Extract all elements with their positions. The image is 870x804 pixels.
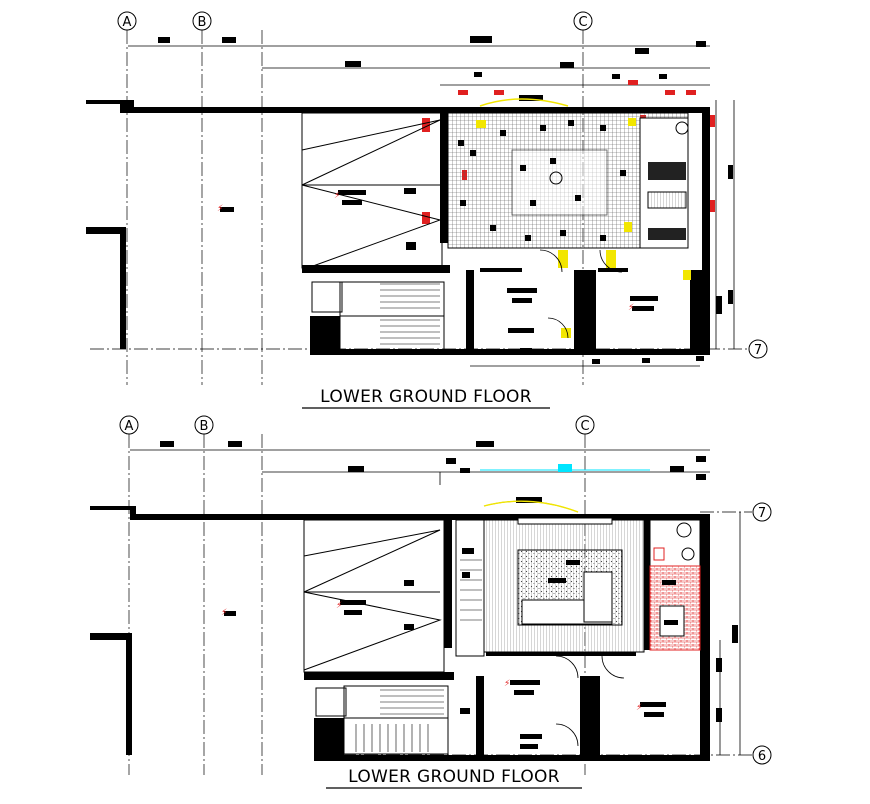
gridline-bubble-icon: 7	[752, 502, 772, 522]
stairs	[355, 559, 482, 752]
walls	[90, 506, 710, 761]
drawing-bottom: A B C 7 6	[90, 415, 772, 789]
ceiling-arc	[483, 500, 579, 513]
drawing-top: A B C 7	[86, 11, 768, 409]
section-marker-icon: ⚡	[636, 703, 642, 713]
gridline-bubble-icon: C	[575, 415, 595, 435]
section-marker-icon: ⚡	[336, 601, 342, 611]
section-marker-icon: ⚡	[628, 303, 634, 313]
ceiling-arc	[479, 98, 569, 107]
grid-label-a: A	[125, 419, 134, 434]
dimension-texts	[160, 441, 738, 722]
gridline-bubble-icon: C	[573, 11, 593, 31]
room-tags	[220, 188, 722, 353]
gridline-bubble-icon: A	[119, 415, 139, 435]
drawing-title-bottom: LOWER GROUND FLOOR	[348, 767, 560, 787]
dimension-texts	[158, 36, 733, 364]
outlines	[301, 112, 445, 351]
grid-label-6: 6	[758, 749, 766, 764]
section-marker-icon: ⚡	[504, 679, 510, 689]
yellow-fixtures	[476, 118, 691, 338]
sofa-chaise	[583, 571, 613, 623]
grid-label-c: C	[580, 419, 589, 434]
section-marker-icon: ⚡	[221, 608, 227, 618]
walls	[86, 100, 710, 355]
gridline-bubble-icon: A	[117, 11, 137, 31]
room-tags	[224, 548, 678, 749]
kitchen-fixtures	[647, 121, 689, 240]
console	[517, 517, 613, 525]
grid-label-7: 7	[754, 343, 762, 358]
gridline-bubble-icon: 7	[748, 339, 768, 359]
grid-label-a: A	[123, 15, 132, 30]
pendant-fixture	[549, 171, 563, 185]
dimension-tag-cyan	[558, 464, 572, 472]
gridline-bubble-icon: B	[192, 11, 212, 31]
drawing-title-top: LOWER GROUND FLOOR	[320, 387, 532, 407]
grid-label-c: C	[578, 15, 587, 30]
outlines	[303, 519, 485, 755]
door-swings	[539, 249, 623, 339]
lighting-symbols	[458, 120, 626, 241]
gridline-bubble-icon: 6	[752, 745, 772, 765]
grid-label-b: B	[198, 15, 207, 30]
section-marker-icon: ⚡	[217, 204, 223, 214]
gridline-bubble-icon: B	[194, 415, 214, 435]
room-kitchen	[639, 117, 689, 249]
stairs	[380, 283, 440, 345]
grid-label-b: B	[200, 419, 209, 434]
grid-label-7: 7	[758, 506, 766, 521]
section-marker-icon: ⚡	[334, 191, 340, 201]
